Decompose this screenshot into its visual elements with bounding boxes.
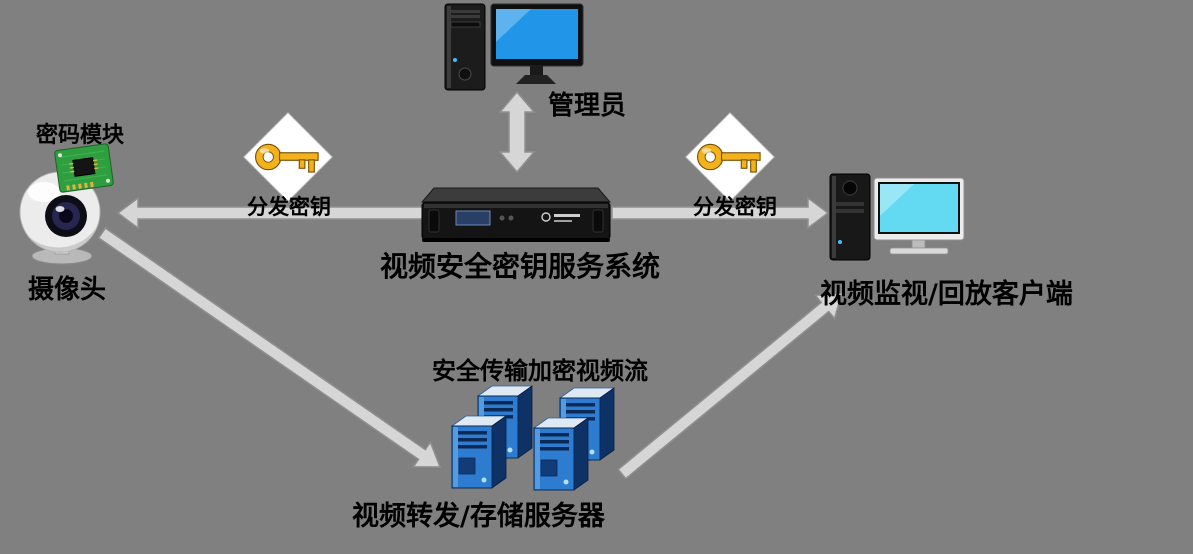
admin-tower [444,3,486,91]
crypto-module-icon [53,142,115,193]
server-lcd [455,210,491,226]
storage-server-label: 视频转发/存储服务器 [352,501,605,532]
storage-servers-icon [450,384,635,496]
rack-server [420,187,612,242]
server-tower-front-left [451,415,507,489]
admin-computer-icon [443,2,588,94]
camera-label: 摄像头 [28,275,107,305]
pcb-chip [72,157,96,177]
camera-icon [8,166,120,266]
arrow-admin-keyserver [498,90,536,174]
arrow-keyserver-client [611,196,830,230]
webcam [19,171,101,265]
gold-key-right [697,143,761,173]
crypto-module-label: 密码模块 [36,123,125,148]
client-computer-icon [828,172,968,264]
admin-monitor-screen [496,9,578,59]
client-tower [829,173,871,261]
arrow-keyserver-camera [116,196,425,230]
server-tower-front-right [533,417,589,491]
key-icon-left [241,110,335,204]
distribute-key-right-label: 分发密钥 [693,195,777,219]
encrypted-stream-label: 安全传输加密视频流 [432,357,648,385]
key-server-label: 视频安全密钥服务系统 [380,250,661,283]
admin-label: 管理员 [548,91,627,121]
gold-key-left [255,143,319,173]
client-label: 视频监视/回放客户端 [820,279,1073,310]
arrow-camera-storage [97,227,442,468]
key-server-icon [420,184,612,246]
key-icon-right [683,110,777,204]
client-monitor-screen [880,184,958,232]
pcb-board [54,143,114,193]
distribute-key-left-label: 分发密钥 [247,195,331,219]
admin-monitor [490,3,584,84]
arrow-storage-client [617,292,844,480]
server-logo-mark [541,212,580,222]
client-monitor [873,177,965,255]
